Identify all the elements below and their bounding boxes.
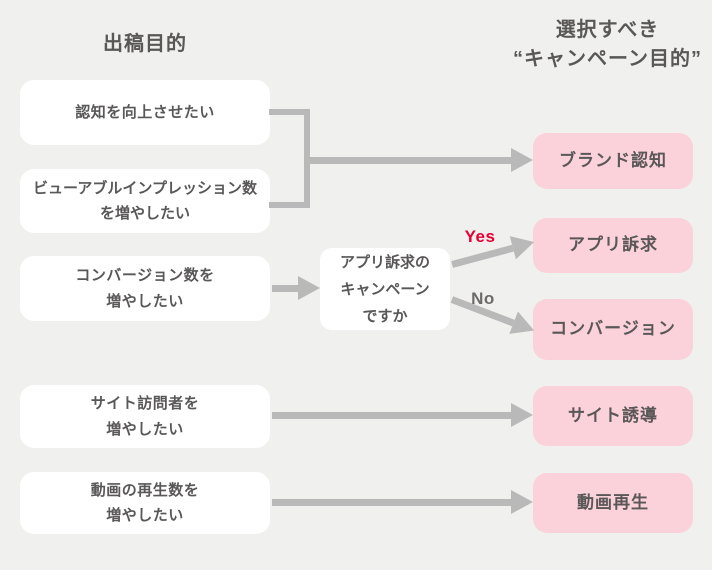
arrow-shaft [272,498,511,506]
source-box-site-visitors-line2: 増やしたい [106,420,184,438]
source-box-awareness: 認知を向上させたい [20,80,270,145]
decision-box-app-campaign: アプリ訴求の キャンペーン ですか [320,248,450,330]
objective-box-video-play: 動画再生 [533,473,693,533]
source-box-conversions-line2: 増やしたい [106,292,184,310]
source-box-viewable-impressions: ビューアブルインプレッション数 を増やしたい [20,169,270,233]
source-box-viewable-impressions-line1: ビューアブルインプレッション数 [33,179,257,197]
objective-box-site-traffic: サイト誘導 [533,386,693,446]
objective-box-brand-awareness-label: ブランド認知 [559,150,667,170]
arrowhead-icon [511,148,533,172]
branch-label-no: No [471,289,495,308]
source-box-viewable-impressions-line2: を増やしたい [99,205,190,222]
objective-box-video-play-label: 動画再生 [577,492,649,512]
bracket-bottom-line [269,202,310,208]
source-box-video-views-line2: 増やしたい [106,507,184,524]
objective-box-conversion: コンバージョン [533,299,693,360]
right-header-line2: “キャンペーン目的” [513,48,702,70]
objective-box-app-promotion: アプリ訴求 [533,218,693,273]
arrow-to-site-traffic [272,403,533,427]
arrowhead-icon [511,403,533,427]
source-box-video-views-line1: 動画の再生数を [90,481,200,499]
branch-label-yes: Yes [464,227,496,246]
decision-box-line2: キャンペーン [340,280,430,298]
arrow-to-decision [272,276,320,300]
right-column-header: 選択すべき “キャンペーン目的” [505,16,710,74]
objective-box-site-traffic-label: サイト誘導 [568,405,658,425]
decision-box-line3: ですか [362,307,408,325]
arrow-to-video-play [272,490,533,514]
arrowhead-icon [298,276,320,300]
source-box-site-visitors: サイト訪問者を 増やしたい [20,385,270,448]
source-box-conversions-line1: コンバージョン数を [75,267,215,284]
arrow-shaft [451,244,514,268]
bracket-top-line [269,109,310,115]
source-box-awareness-line1: 認知を向上させたい [75,103,215,121]
arrow-shaft [272,284,298,292]
arrowhead-icon [511,490,533,514]
objective-box-brand-awareness: ブランド認知 [533,133,693,189]
arrow-shaft [272,411,511,419]
source-box-conversions: コンバージョン数を 増やしたい [20,256,270,321]
source-box-video-views: 動画の再生数を 増やしたい [20,472,270,534]
arrow-to-brand-awareness [307,148,533,172]
right-header-line1: 選択すべき [555,19,660,41]
arrow-shaft [307,156,511,164]
objective-box-app-promotion-label: アプリ訴求 [568,235,658,255]
source-box-site-visitors-line1: サイト訪問者を [90,395,200,412]
objective-box-conversion-label: コンバージョン [550,319,676,339]
left-column-header: 出稿目的 [103,33,187,55]
decision-box-line1: アプリ訴求の [339,253,430,271]
